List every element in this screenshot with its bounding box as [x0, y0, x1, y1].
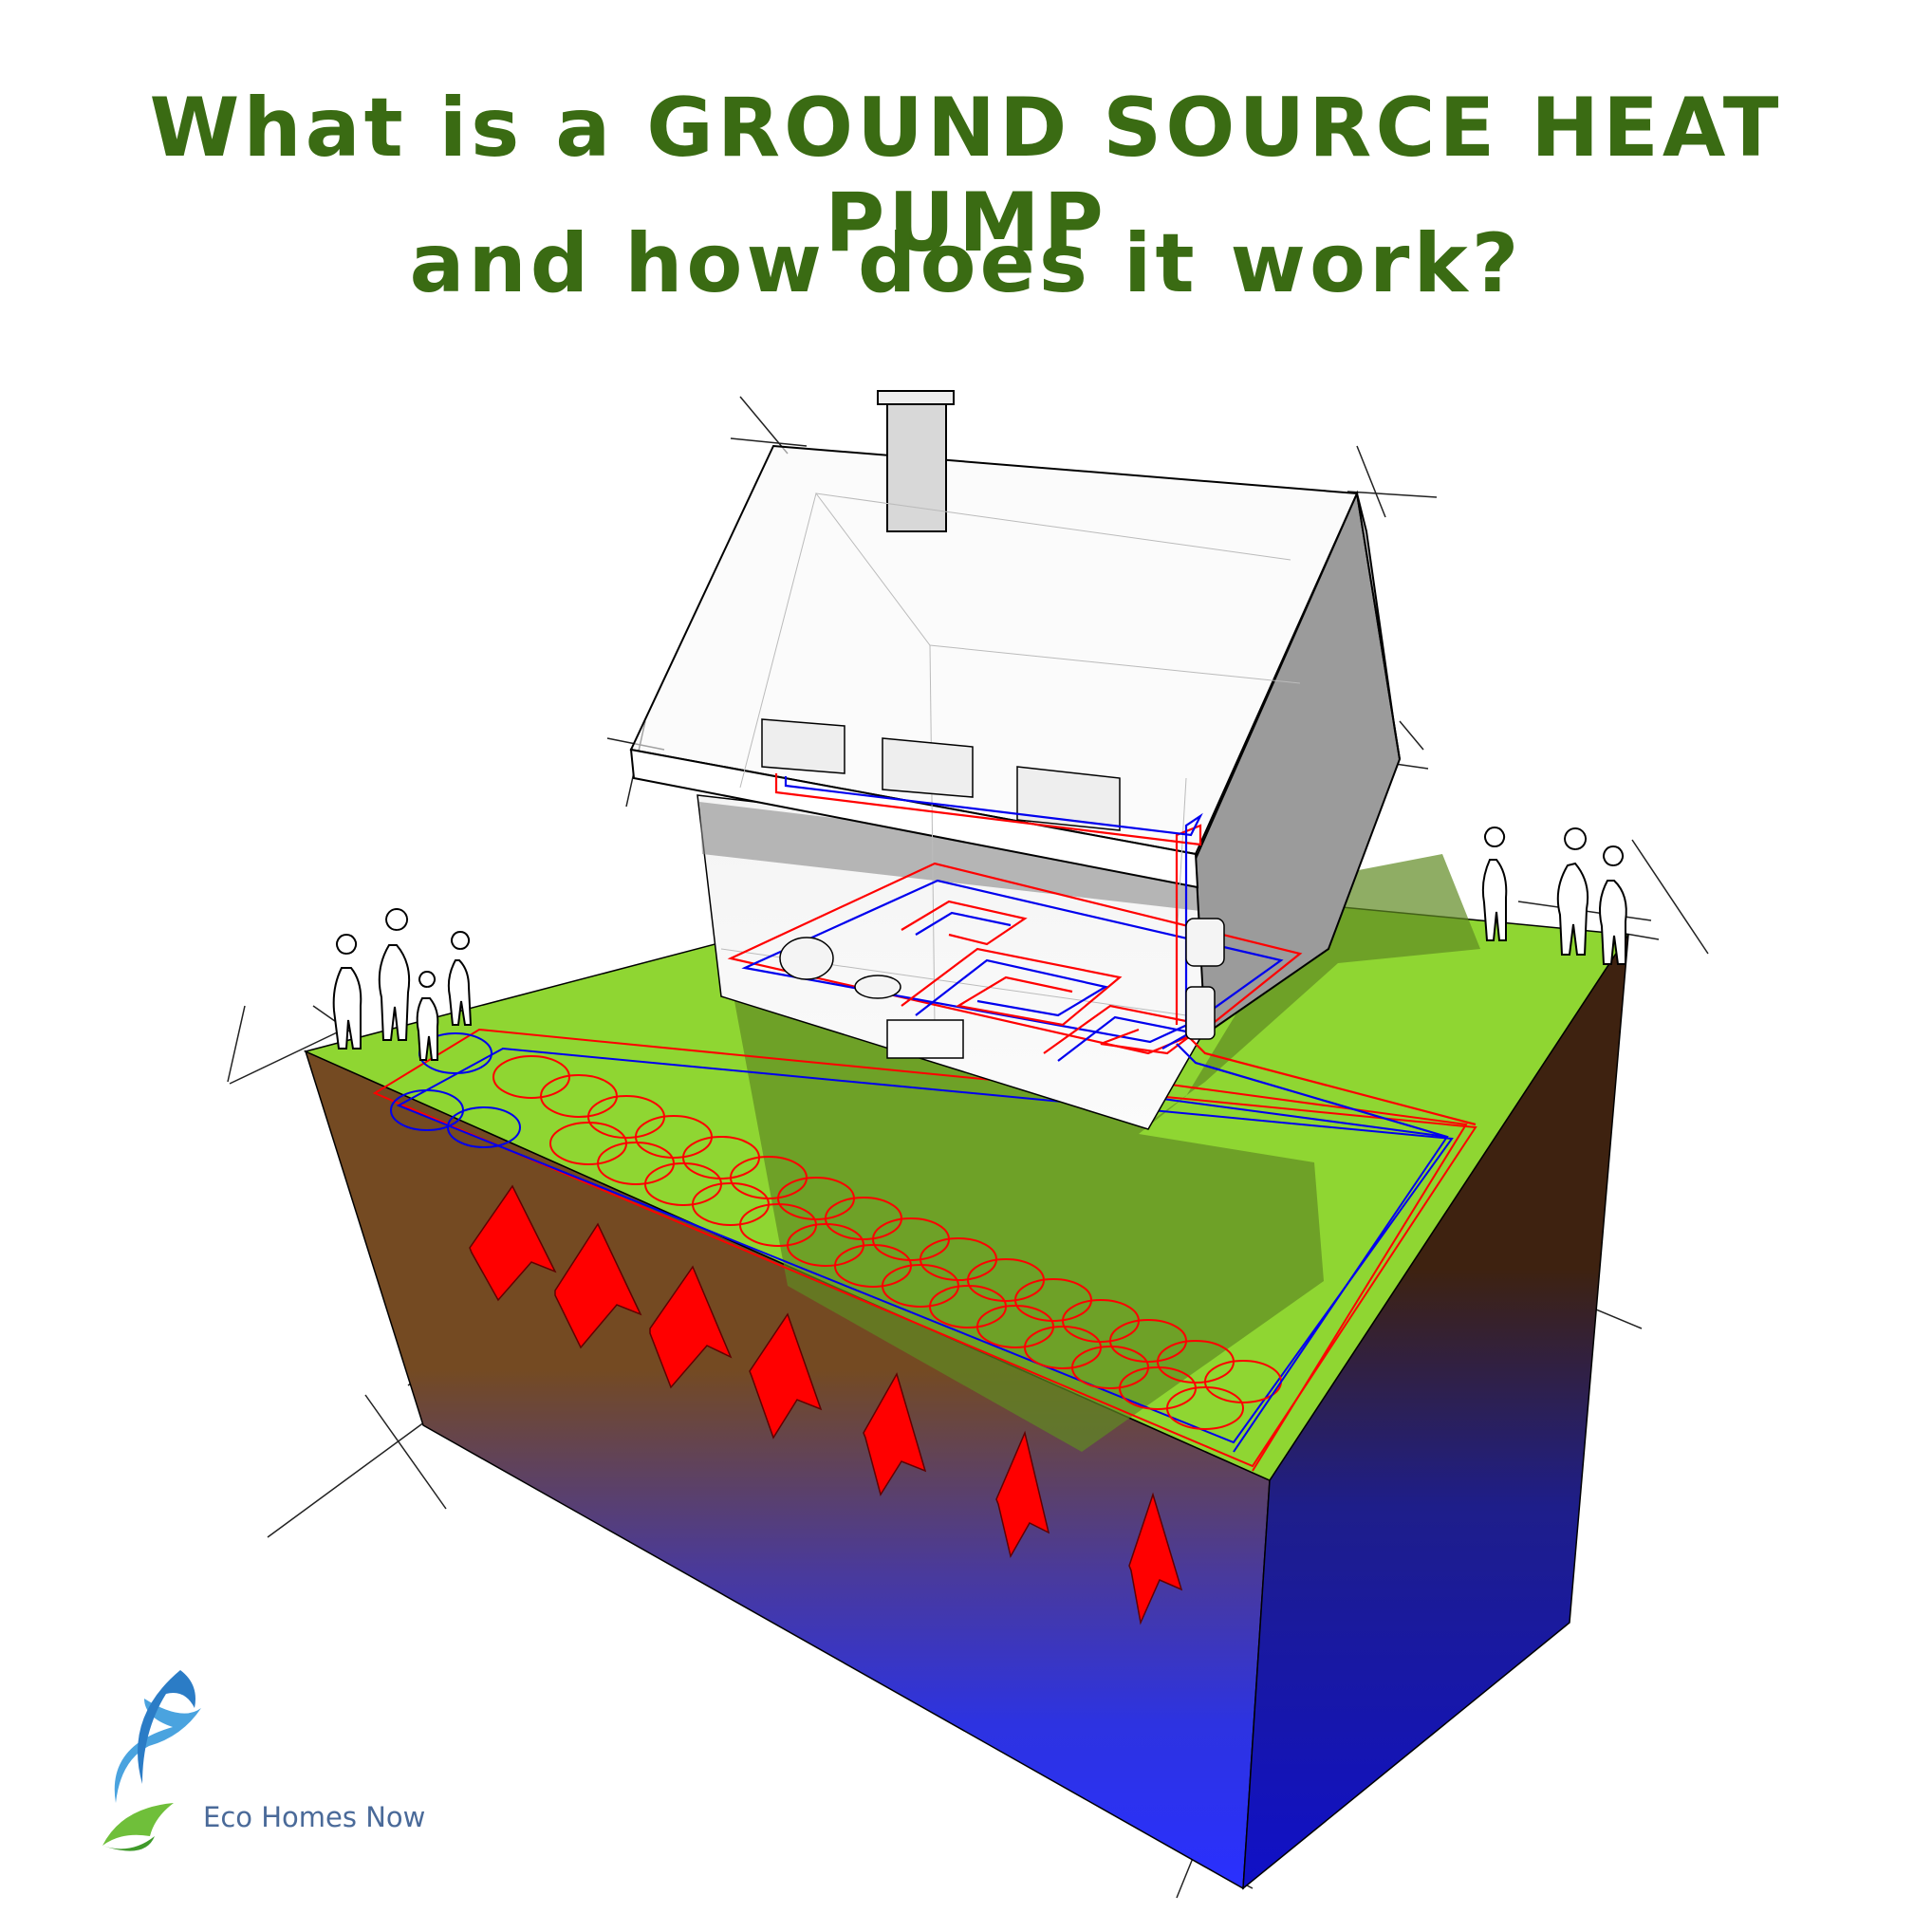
eco-logo-icon [102, 1670, 201, 1851]
heat-arrow-icon [863, 1372, 927, 1496]
radiator [882, 737, 974, 798]
person-silhouette-icon [378, 908, 411, 1041]
chimney [886, 398, 947, 532]
heat-arrow-icon [469, 1184, 557, 1302]
brand-name: Eco Homes Now [203, 1801, 426, 1833]
coil-hot [492, 1055, 1282, 1430]
bathroom-fixtures [779, 918, 1225, 1059]
page-title: What is a GROUND SOURCE HEAT PUMP [149, 81, 1783, 270]
heat-arrow-icon [995, 1430, 1050, 1559]
heat-arrow-icon [649, 1265, 733, 1389]
person-silhouette-icon [1599, 845, 1627, 965]
bathtub [779, 937, 834, 980]
stairs-radiator [886, 1019, 964, 1059]
outer-cold-loop [396, 1047, 1454, 1444]
heat-arrow-icon [554, 1222, 642, 1349]
coil-cold [390, 1032, 521, 1148]
person-silhouette-icon [332, 934, 362, 1050]
people [332, 827, 1627, 1061]
radiator [1016, 766, 1121, 831]
person-silhouette-icon [447, 931, 473, 1026]
hot-water-tank [1185, 986, 1216, 1040]
person-silhouette-icon [416, 971, 439, 1061]
heat-arrow-icon [749, 1312, 823, 1440]
person-silhouette-icon [1556, 827, 1589, 956]
ground-loop-pipes [372, 1028, 1477, 1472]
radiator [761, 718, 845, 774]
underfloor-heating [727, 773, 1477, 1139]
outer-hot-loop [372, 1028, 1477, 1468]
toilet [854, 975, 901, 999]
heat-arrow-icon [1128, 1492, 1183, 1625]
page-subtitle: and how does it work? [409, 216, 1523, 311]
person-silhouette-icon [1481, 827, 1508, 941]
heat-pump-unit [1185, 918, 1225, 967]
heat-arrows [469, 1184, 1183, 1625]
